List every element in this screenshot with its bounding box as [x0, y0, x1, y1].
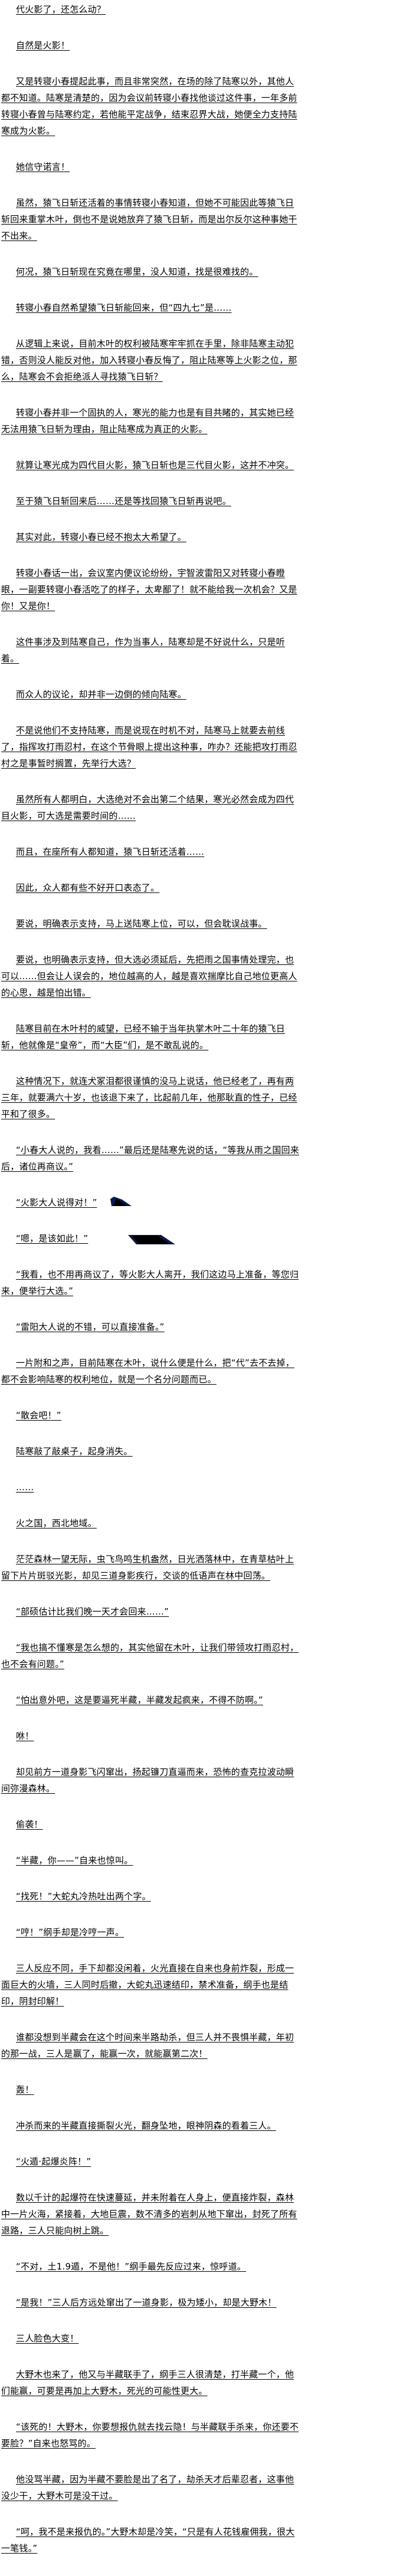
- paragraph: “火影大人说得对！”: [1, 1194, 301, 1211]
- paragraph: “雷阳大人说的不错，可以直接准备。”: [16, 1322, 165, 1332]
- paragraph: ……: [16, 1482, 34, 1493]
- paragraph: “不对，土1.9遁，不是他！”纲手最先反应过来，惊呼道。: [16, 2261, 246, 2272]
- paragraph: 轰！: [16, 2084, 34, 2095]
- paragraph: “找死！”大蛇丸冷热吐出两个字。: [16, 1891, 151, 1902]
- paragraph: 因此，众人都有些不好开口表态了。: [16, 882, 160, 893]
- paragraph: 这种情况下，就连犬冢泪都很谨慎的没马上说话，他已经老了，再有两三年，就要满六十岁…: [1, 1076, 297, 1119]
- paragraph: 转寝小春话一出，会议室内便议论纷纷，宇智波雷阳又对转寝小春瞪眼，一副要转寝小春活…: [1, 568, 297, 611]
- paragraph: 数以千计的起爆符在快速蔓延，并未附着在人身上，便直接炸裂，森林中一片火海，紧接着…: [1, 2192, 297, 2236]
- article-body: 代火影了，还怎么动？ 自然是火影！ 又是转寝小春提起此事，而且非常突然，在场的除了陆…: [1, 4, 301, 2554]
- paragraph: 咻！: [16, 1731, 34, 1741]
- paragraph: 谁都没想到半藏会在这个时间来半路劫杀，但三人并不畏惧半藏，年初的那一战，三人是赢…: [1, 2032, 294, 2059]
- paragraph: 却见前方一道身影飞闪窜出，扬起镰刀直逼而来，恐怖的查克拉波动瞬间弥漫森林。: [1, 1767, 294, 1794]
- paragraph: 何况，猿飞日斩现在究竟在哪里，没人知道，找是很难找的。: [16, 266, 258, 277]
- paragraph: 三人脸色大变！: [16, 2333, 79, 2344]
- paragraph: 她信守诺言！: [16, 162, 70, 172]
- paragraph: “我看，也不用再商议了，等火影大人离开，我们这边马上准备，等您归来，便举行大选。…: [1, 1269, 299, 1296]
- paragraph: “我也搞不懂寒是怎么想的，其实他留在木叶，让我们带领攻打雨忍村，也不会有问题。”: [1, 1642, 299, 1669]
- paragraph: “半藏，你——”自来也惊叫。: [16, 1855, 133, 1866]
- paragraph: 就算让寒光成为四代目火影，猿飞日斩也是三代目火影，这并不冲突。: [16, 460, 294, 470]
- paragraph: “散会吧！”: [16, 1410, 61, 1421]
- paragraph: 一片附和之声，目前陆寒在木叶，说什么便是什么，把“代”去不去掉，都不会影响陆寒的…: [1, 1358, 294, 1385]
- paragraph: 这件事涉及到陆寒自己，作为当事人，陆寒却是不好说什么，只是听着。: [1, 637, 286, 664]
- paragraph: 陆寒目前在木叶村的威望，已经不输于当年执掌木叶二十年的猿飞日斩，他就像是“皇帝”…: [1, 1023, 286, 1050]
- paragraph: 要说，也明确表示支持，但大选必须延后，先把雨之国事情处理完，也可以……但会让人误…: [1, 954, 297, 998]
- paragraph: 陆寒敲了敲桌子，起身消失。: [16, 1446, 133, 1457]
- paragraph: 大野木也来了，他又与半藏联手了，纲手三人很清楚，打半藏一个，他们能赢，可要是再加…: [1, 2369, 294, 2396]
- dark-mountain-shape-icon: [128, 1235, 175, 1244]
- paragraph: 三人反应不同，手下却都没闲着，火光直接在自来也身前炸裂，形成一面巨大的火墙，三人…: [1, 1963, 294, 2007]
- paragraph: 虽然所有人都明白，大选绝对不会出第二个结果，寒光必然会成为四代目火影，可大选是需…: [1, 794, 294, 821]
- dark-mountain-shape-icon: [110, 1197, 132, 1206]
- paragraph: 又是转寝小春提起此事，而且非常突然，在场的除了陆寒以外，其他人都不知道。陆寒是清…: [1, 76, 297, 136]
- paragraph: “嗯，是该如此！”: [1, 1230, 301, 1247]
- paragraph: “小春大人说的，我看……”最后还是陆寒先说的话，“等我从雨之国回来后，诸位再商议…: [1, 1145, 299, 1172]
- paragraph: “火遁·起爆炎阵！”: [16, 2156, 91, 2167]
- paragraph: 而且，在座所有人都知道，猿飞日斩还活着……: [16, 846, 205, 857]
- paragraph: 至于猿飞日斩回来后……还是等找回猿飞日斩再说吧。: [16, 496, 231, 506]
- paragraph: 他没骂半藏，因为半藏不要脸是出了名了，劫杀天才后辈忍者，这事他没少干，大野木可是…: [1, 2474, 294, 2501]
- paragraph: 不是说他们不支持陆寒，而是说现在时机不对，陆寒马上就要去前线了，指挥攻打雨忍村，…: [1, 725, 297, 769]
- paragraph: “是我！”三人后方远处窜出了一道身影，极为矮小，却是大野木！: [16, 2297, 277, 2308]
- paragraph: 要说，明确表示支持，马上送陆寒上位，可以，但会耽误战事。: [16, 918, 267, 929]
- paragraph: “该死的！大野木，你要想报仇就去找云隐！与半藏联手杀来，你还要不要脸？”自来也怒…: [1, 2422, 299, 2449]
- paragraph: “呵，我不是来报仇的。”大野木却是冷笑，“只是有人花钱雇佣我，很大一笔钱。”: [1, 2526, 295, 2554]
- paragraph: 而众人的议论，却并非一边倒的倾向陆寒。: [16, 689, 186, 700]
- paragraph: 虽然，猿飞日斩还活着的事情转寝小春知道，但她不可能因此等猿飞日斩回来重掌木叶，倒…: [1, 197, 297, 241]
- paragraph: 代火影了，还怎么动？: [16, 4, 106, 15]
- paragraph: 自然是火影！: [16, 40, 70, 51]
- paragraph: 茫茫森林一望无际，虫飞鸟鸣生机盎然，日光洒落林中，在青草枯叶上留下片片斑驳光影，…: [1, 1554, 294, 1581]
- paragraph: 转寝小春自然希望猿飞日斩能回来，但“四九七”是……: [16, 302, 232, 313]
- paragraph: 火之国，西北地域。: [16, 1518, 97, 1529]
- paragraph: 转寝小春并非一个固执的人，寒光的能力也是有目共睹的，其实她已经无法用猿飞日斩为理…: [1, 407, 294, 434]
- paragraph: 其实对此，转寝小春已经不抱太大希望了。: [16, 532, 186, 542]
- paragraph: 冲杀而来的半藏直接撕裂火光，翻身坠地，眼神阴森的看着三人。: [16, 2120, 276, 2131]
- paragraph: 偷袭！: [16, 1819, 43, 1830]
- paragraph: “哼！”纲手却是冷哼一声。: [16, 1927, 124, 1938]
- paragraph: 从逻辑上来说，目前木叶的权利被陆寒牢牢抓在手里，除非陆寒主动犯错，否则没人能反对…: [1, 338, 297, 382]
- paragraph: “部硕估计比我们晚一天才会回来……”: [16, 1606, 169, 1617]
- paragraph: “怕出意外吧，这是要逼死半藏，半藏发起疯来，不得不防啊。”: [16, 1695, 263, 1705]
